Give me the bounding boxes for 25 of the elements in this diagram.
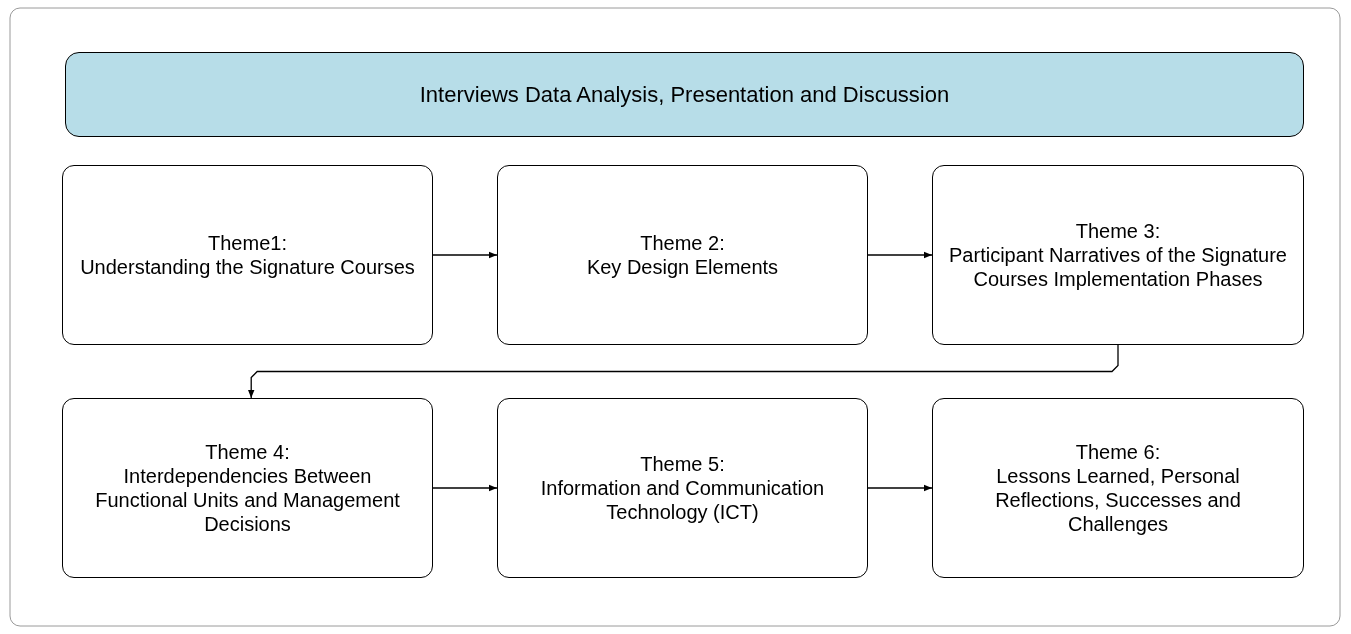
theme-description: Participant Narratives of the Signature Courses Implementation Phases [948, 243, 1288, 291]
arrow [432, 251, 498, 259]
theme-box [497, 398, 868, 578]
theme-description: Key Design Elements [586, 255, 779, 279]
header-title: Interviews Data Analysis, Presentation and Discussion [419, 82, 950, 107]
arrow [248, 344, 1119, 399]
theme-box [62, 165, 433, 345]
theme-box [932, 398, 1304, 578]
theme-box [932, 165, 1304, 345]
theme-box [497, 165, 868, 345]
theme-heading: Theme 3: [1075, 219, 1161, 243]
arrow [867, 484, 933, 492]
theme-heading: Theme 5: [640, 452, 725, 476]
arrow [867, 251, 933, 259]
theme-description: Understanding the Signature Courses [80, 255, 415, 279]
theme-heading: Theme 6: [1075, 440, 1161, 464]
arrow [432, 484, 498, 492]
theme-heading: Theme1: [208, 231, 287, 255]
theme-description: Lessons Learned, Personal Reflections, Successes and Challenges [994, 464, 1242, 536]
theme-description: Interdependencies Between Functional Units and Management Decisions [94, 464, 401, 536]
theme-heading: Theme 2: [640, 231, 725, 255]
header-box [65, 52, 1304, 137]
theme-heading: Theme 4: [205, 440, 290, 464]
theme-description: Information and Communication Technology (ICT) [539, 476, 826, 524]
theme-box [62, 398, 433, 578]
